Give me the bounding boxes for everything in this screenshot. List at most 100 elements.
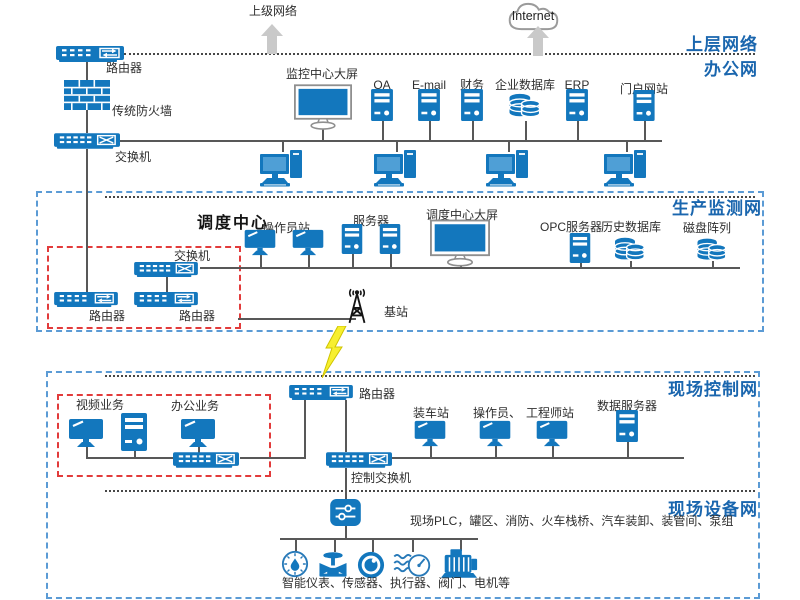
connector-line bbox=[200, 267, 740, 269]
server-label-portal: 门户网站 bbox=[619, 82, 668, 96]
connector-line bbox=[626, 142, 628, 152]
base-station-icon bbox=[342, 287, 372, 325]
connector-line bbox=[495, 444, 497, 458]
smart-meter-icon bbox=[281, 550, 309, 578]
connector-line bbox=[472, 120, 474, 140]
video-service-label: 视频业务 bbox=[75, 398, 124, 412]
connector-line bbox=[304, 400, 306, 459]
base-station-label: 基站 bbox=[384, 305, 409, 319]
connector-line bbox=[240, 457, 306, 459]
operator-label: 操作员、 bbox=[472, 406, 521, 420]
operator-monitor-icon bbox=[243, 229, 277, 256]
erp-server-icon bbox=[564, 89, 590, 121]
zone-label-control: 现场控制网 bbox=[668, 380, 758, 399]
connector-line bbox=[282, 142, 284, 152]
connector-line bbox=[295, 540, 297, 552]
dispatch-switch-icon bbox=[133, 262, 199, 277]
monitoring-divider bbox=[105, 196, 755, 198]
connector-line bbox=[577, 120, 579, 140]
connector-line bbox=[308, 252, 310, 267]
history-db-label: 历史数据库 bbox=[600, 220, 661, 234]
engineer-monitor-icon bbox=[535, 420, 569, 447]
connector-line bbox=[412, 540, 414, 552]
connector-line bbox=[392, 457, 684, 459]
site-devices-text: 现场PLC，罐区、消防、火车栈桥、汽车装卸、装管间、泵组 bbox=[410, 514, 734, 528]
service-switch-icon bbox=[173, 452, 239, 468]
office-router-icon bbox=[56, 46, 124, 62]
connector-line bbox=[86, 149, 88, 293]
office-desktop-icon bbox=[373, 150, 419, 188]
connector-line bbox=[627, 441, 629, 458]
connector-line bbox=[322, 127, 324, 140]
connector-line bbox=[396, 142, 398, 152]
engineer-station-label: 工程师站 bbox=[525, 406, 574, 420]
disk-array-label: 磁盘阵列 bbox=[682, 221, 731, 235]
disk-array-icon bbox=[692, 235, 732, 264]
finance-server-icon bbox=[459, 89, 485, 121]
connector-line bbox=[120, 140, 662, 142]
lightning-link-icon bbox=[322, 326, 347, 378]
connector-line bbox=[86, 447, 88, 458]
monitoring-zone-box bbox=[36, 191, 764, 332]
connector-line bbox=[345, 524, 347, 540]
field-switch-icon bbox=[329, 499, 362, 526]
connector-line bbox=[390, 252, 392, 267]
dispatch-router-left-label: 路由器 bbox=[88, 309, 125, 323]
dispatch-screen-label: 调度中心大屏 bbox=[425, 208, 498, 222]
control-zone-box bbox=[46, 371, 760, 599]
connector-line bbox=[630, 261, 632, 267]
control-switch-icon bbox=[326, 452, 392, 468]
server-label-oa: OA bbox=[373, 78, 391, 92]
connector-line bbox=[86, 457, 175, 459]
office-service-label: 办公业务 bbox=[170, 399, 219, 413]
dispatch-center-label: 调度中心 bbox=[197, 215, 270, 232]
zone-label-device: 现场设备网 bbox=[668, 500, 758, 519]
enterprise-db-icon bbox=[505, 90, 545, 121]
connector-line bbox=[86, 110, 88, 133]
up-arrow-icon bbox=[261, 24, 283, 54]
connector-line bbox=[552, 444, 554, 458]
operator-monitor-icon bbox=[478, 420, 512, 447]
connector-line bbox=[382, 120, 384, 140]
portal-server-icon bbox=[631, 90, 657, 121]
office-desktop-icon bbox=[259, 150, 305, 188]
connector-line bbox=[166, 276, 168, 292]
opc-server-icon bbox=[568, 233, 592, 263]
server-label-enterprise-db: 企业数据库 bbox=[494, 78, 555, 92]
connector-line bbox=[372, 540, 374, 552]
services-red-box bbox=[57, 394, 271, 477]
connector-line bbox=[429, 120, 431, 140]
connector-line bbox=[345, 468, 347, 501]
connector-line bbox=[508, 142, 510, 152]
firewall-label: 传统防火墙 bbox=[112, 104, 173, 118]
connector-line bbox=[352, 252, 354, 267]
connector-line bbox=[430, 444, 432, 458]
motor-icon bbox=[439, 548, 479, 579]
internet-label: Internet bbox=[511, 9, 555, 23]
office-service-monitor-icon bbox=[180, 418, 216, 448]
monitoring-server-icon bbox=[378, 224, 402, 254]
operator-monitor-icon bbox=[291, 229, 325, 256]
control-switch-label: 控制交换机 bbox=[350, 471, 411, 485]
connector-line bbox=[134, 450, 136, 458]
connector-line bbox=[460, 540, 462, 551]
zone-label-upper-network: 上层网络 bbox=[686, 35, 758, 54]
device-divider bbox=[105, 490, 755, 492]
monitoring-server-label: 服务器 bbox=[352, 214, 389, 228]
connector-line bbox=[86, 62, 88, 80]
connector-line bbox=[580, 261, 582, 267]
up-arrow-icon bbox=[527, 26, 549, 56]
oa-server-icon bbox=[369, 89, 395, 121]
dispatch-screen-icon bbox=[430, 219, 490, 267]
dispatch-router-right-label: 路由器 bbox=[178, 309, 215, 323]
zone-label-monitoring: 生产监测网 bbox=[672, 199, 762, 218]
video-service-monitor-icon bbox=[68, 418, 104, 448]
monitoring-server-icon bbox=[340, 224, 364, 254]
service-server-icon bbox=[121, 412, 147, 452]
connector-line bbox=[712, 261, 714, 267]
dispatch-router-left-icon bbox=[53, 292, 119, 307]
connector-line bbox=[345, 400, 347, 452]
connector-line bbox=[280, 538, 478, 540]
server-label-erp: ERP bbox=[564, 78, 590, 92]
